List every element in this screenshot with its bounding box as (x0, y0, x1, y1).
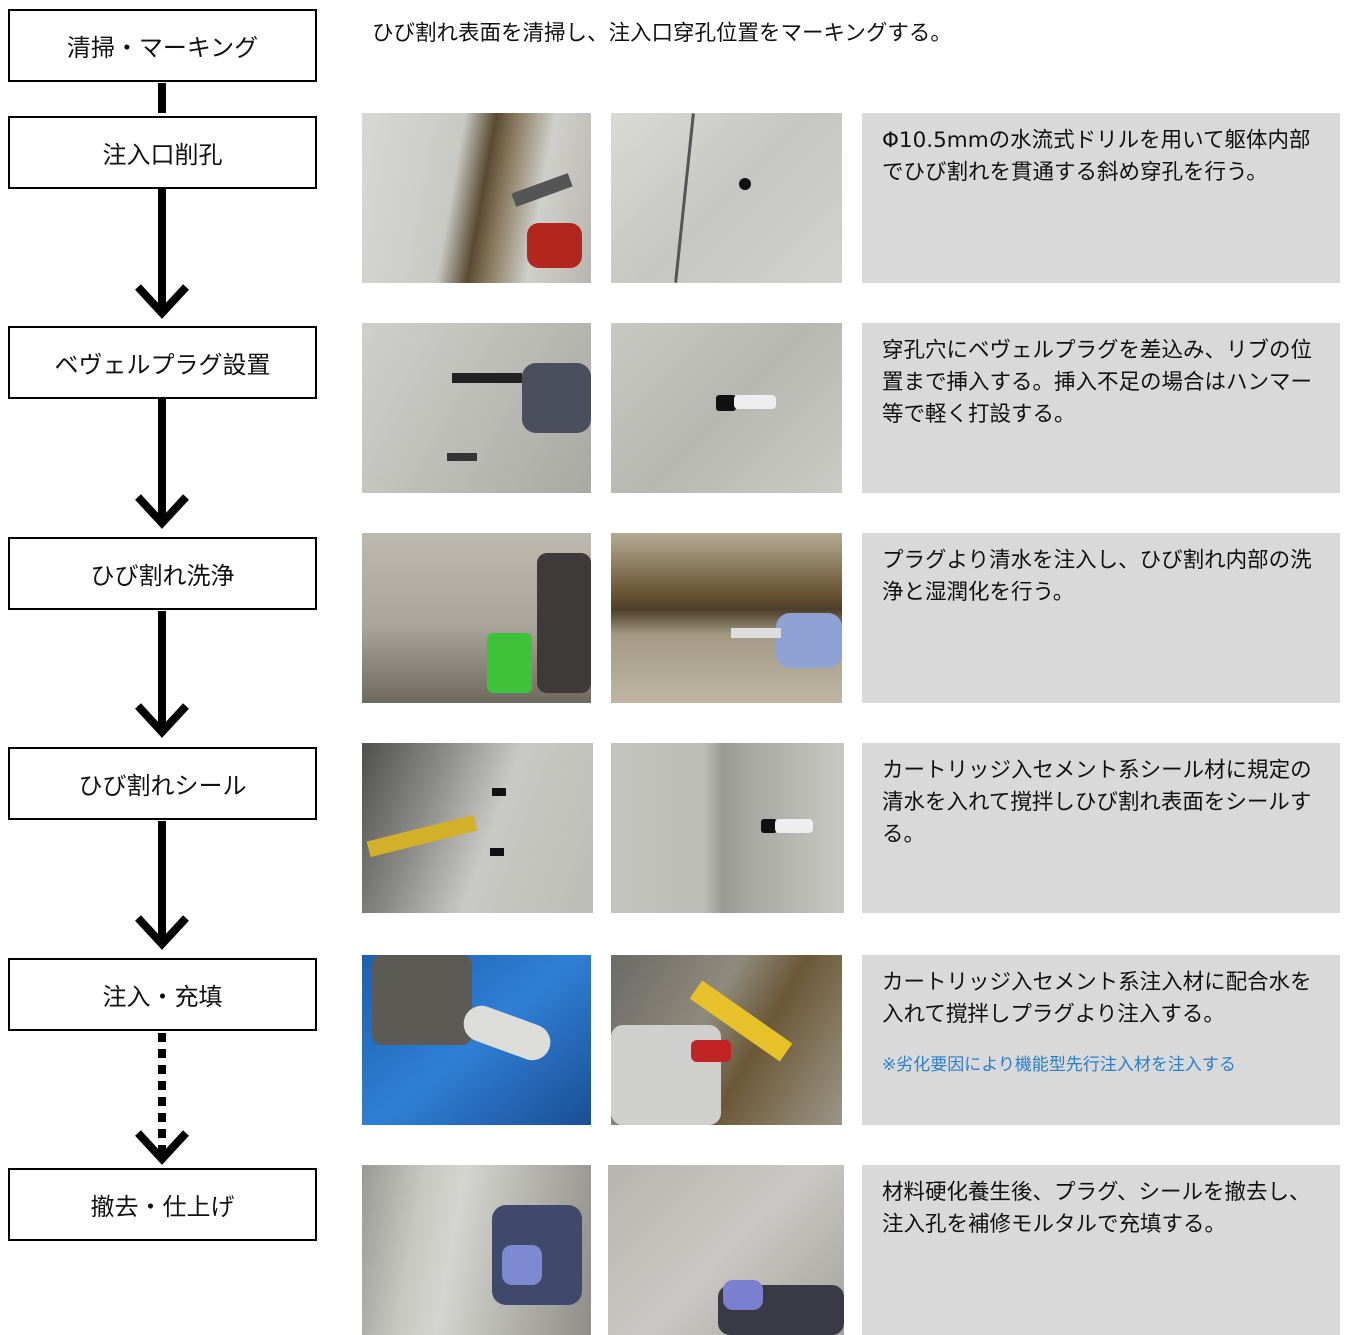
desc-injection-note: ※劣化要因により機能型先行注入材を注入する (882, 1055, 1236, 1075)
injection-photo-1 (362, 955, 591, 1125)
washing-photo-2 (611, 533, 842, 703)
step-label: 撤去・仕上げ (90, 1193, 235, 1221)
injection-photo-2 (611, 955, 842, 1125)
desc-injection: カートリッジ入セメント系注入材に配合水を入れて撹拌しプラグより注入する。 ※劣化… (862, 955, 1340, 1125)
drilling-photo-1 (362, 113, 591, 283)
intro-text: ひび割れ表面を清掃し、注入口穿孔位置をマーキングする。 (372, 21, 952, 46)
desc-plug: 穿孔穴にベヴェルプラグを差込み、リブの位置まで挿入する。挿入不足の場合はハンマー… (862, 323, 1340, 493)
finishing-photo-1 (362, 1165, 591, 1335)
step-label: 清掃・マーキング (66, 34, 259, 62)
arrowhead-4 (135, 703, 189, 738)
step-box-finishing: 撤去・仕上げ (8, 1168, 317, 1241)
step-label: ベヴェルプラグ設置 (54, 351, 271, 379)
desc-finishing: 材料硬化養生後、プラグ、シールを撤去し、注入孔を補修モルタルで充填する。 (862, 1165, 1340, 1335)
step-box-washing: ひび割れ洗浄 (8, 537, 317, 610)
step-box-drilling: 注入口削孔 (8, 116, 317, 189)
drilling-photo-2 (611, 113, 842, 283)
arrowhead-6 (135, 1130, 189, 1165)
washing-photo-1 (362, 533, 591, 703)
desc-drilling: Φ10.5mmの水流式ドリルを用いて躯体内部でひび割れを貫通する斜め穿孔を行う。 (862, 113, 1340, 283)
arrowhead-2 (135, 284, 189, 319)
desc-injection-text: カートリッジ入セメント系注入材に配合水を入れて撹拌しプラグより注入する。 (882, 970, 1312, 1027)
step-label: ひび割れシール (78, 772, 247, 800)
step-box-injection: 注入・充填 (8, 958, 317, 1031)
desc-seal: カートリッジ入セメント系シール材に規定の清水を入れて撹拌しひび割れ表面をシールす… (862, 743, 1340, 913)
step-box-plug: ベヴェルプラグ設置 (8, 326, 317, 399)
finishing-photo-2 (608, 1165, 844, 1335)
step-box-cleaning: 清掃・マーキング (8, 9, 317, 82)
step-label: ひび割れ洗浄 (90, 562, 235, 590)
plug-photo-1 (362, 323, 591, 493)
step-label: 注入口削孔 (102, 141, 223, 169)
step-label: 注入・充填 (102, 983, 223, 1011)
arrowhead-5 (135, 915, 189, 950)
arrowhead-3 (135, 494, 189, 529)
desc-washing: プラグより清水を注入し、ひび割れ内部の洗浄と湿潤化を行う。 (862, 533, 1340, 703)
plug-photo-2 (611, 323, 842, 493)
seal-photo-1 (362, 743, 593, 913)
seal-photo-2 (611, 743, 844, 913)
step-box-seal: ひび割れシール (8, 747, 317, 820)
